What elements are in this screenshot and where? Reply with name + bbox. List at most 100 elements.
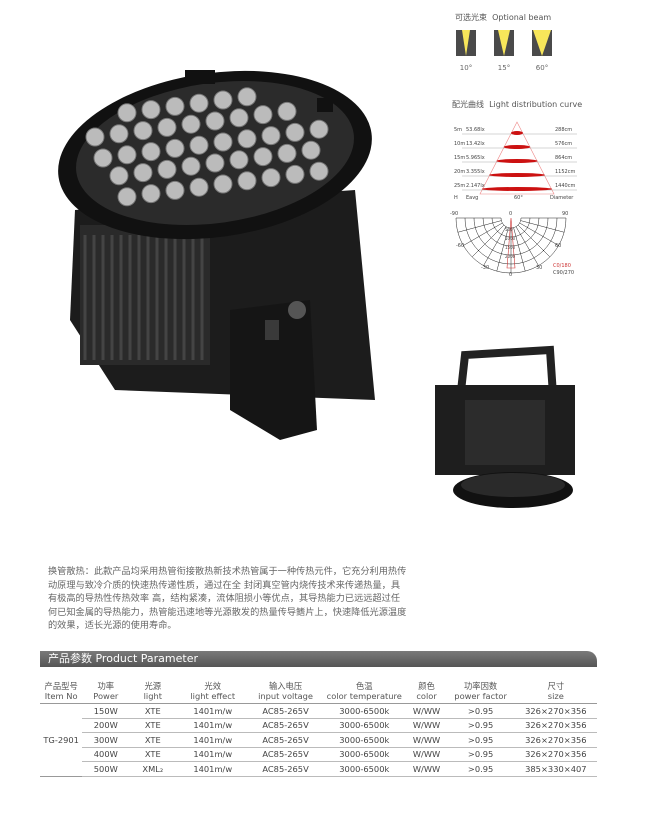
led-lens bbox=[133, 163, 153, 183]
table-cell: >0.95 bbox=[446, 747, 515, 762]
description-text: 换管散热：此款产品均采用热管衔接散热新技术热管属于一种传热元件，它充分利用热传动… bbox=[48, 566, 407, 632]
led-lens bbox=[133, 121, 153, 141]
light-distribution-chart bbox=[462, 121, 577, 195]
table-cell: 326×270×356 bbox=[514, 732, 597, 748]
distribution-dia: 864cm bbox=[555, 155, 573, 161]
table-cell: W/WW bbox=[406, 703, 447, 719]
table-cell: W/WW bbox=[406, 747, 447, 762]
led-lens bbox=[237, 129, 257, 149]
light-spot bbox=[496, 159, 538, 163]
table-cell: XTE bbox=[129, 732, 177, 748]
beam-15-icon bbox=[494, 30, 514, 56]
table-cell: 500W bbox=[82, 761, 130, 777]
beam-label: 60° bbox=[535, 64, 549, 72]
table-cell: W/WW bbox=[406, 718, 447, 733]
table-cell: W/WW bbox=[406, 761, 447, 777]
table-cell: 326×270×356 bbox=[514, 718, 597, 733]
led-lens bbox=[261, 126, 281, 146]
table-cell: 385×330×407 bbox=[514, 761, 597, 777]
polar-label: 60 bbox=[555, 243, 562, 249]
polar-label: 0 bbox=[509, 272, 513, 278]
led-lens bbox=[117, 103, 137, 123]
led-lens bbox=[109, 166, 129, 186]
table-cell: 1401m/w bbox=[176, 718, 250, 733]
led-lens bbox=[277, 143, 297, 163]
led-lens bbox=[181, 114, 201, 134]
light-spot bbox=[511, 131, 523, 135]
table-cell: 1401m/w bbox=[176, 703, 250, 719]
table-cell: >0.95 bbox=[446, 732, 515, 748]
table-cell: 3000-6500k bbox=[321, 747, 407, 762]
led-lens bbox=[253, 105, 273, 125]
led-lens bbox=[85, 127, 105, 147]
table-cell: AC85-265V bbox=[249, 761, 322, 777]
led-lens bbox=[277, 101, 297, 121]
distribution-eavg: 2.147lx bbox=[466, 183, 485, 189]
led-lens bbox=[229, 150, 249, 170]
polar-label: 30 bbox=[536, 265, 543, 271]
table-cell: XTE bbox=[129, 718, 177, 733]
main-floodlight-image bbox=[58, 70, 375, 440]
led-lens bbox=[141, 142, 161, 162]
polar-label: -90 bbox=[450, 211, 459, 217]
led-lens bbox=[141, 184, 161, 204]
polar-spoke bbox=[496, 227, 509, 272]
table-cell: 3000-6500k bbox=[321, 718, 407, 733]
table-cell: 1401m/w bbox=[176, 761, 250, 777]
distribution-eavg: 13.42lx bbox=[466, 141, 485, 147]
led-lens bbox=[93, 148, 113, 168]
polar-spoke bbox=[483, 226, 507, 266]
table-cell: >0.95 bbox=[446, 761, 515, 777]
led-lens bbox=[213, 90, 233, 110]
light-distribution-title: 配光曲线 Light distribution curve bbox=[452, 100, 583, 109]
table-cell: 1401m/w bbox=[176, 732, 250, 748]
light-spot bbox=[503, 145, 531, 149]
distribution-dia: 576cm bbox=[555, 141, 573, 147]
led-lens bbox=[285, 122, 305, 142]
table-cell: 1401m/w bbox=[176, 747, 250, 762]
table-cell: >0.95 bbox=[446, 718, 515, 733]
table-cell: XTE bbox=[129, 747, 177, 762]
polar-label: 90 bbox=[562, 211, 569, 217]
table-cell: 3000-6500k bbox=[321, 761, 407, 777]
polar-spoke bbox=[471, 224, 505, 258]
led-lens bbox=[189, 135, 209, 155]
polar-diagram bbox=[455, 217, 567, 274]
table-cell: 300W bbox=[82, 732, 130, 748]
beam-label: 15° bbox=[497, 64, 511, 72]
polar-spoke bbox=[463, 222, 503, 246]
led-lens bbox=[109, 124, 129, 144]
polar-label: 0 bbox=[509, 211, 513, 217]
led-lens bbox=[141, 100, 161, 120]
distribution-dia: 1152cm bbox=[555, 169, 576, 175]
product-parameter-header: 产品参数 Product Parameter bbox=[40, 651, 597, 667]
led-lens bbox=[309, 161, 329, 181]
distribution-h: 5m bbox=[454, 127, 463, 133]
light-spot bbox=[481, 187, 553, 191]
led-lens bbox=[165, 96, 185, 116]
led-lens bbox=[117, 187, 137, 207]
polar-legend-c90: C90/270 bbox=[553, 270, 575, 276]
distribution-h: 25m bbox=[454, 183, 466, 189]
table-cell: XTE bbox=[129, 703, 177, 719]
led-lens bbox=[205, 111, 225, 131]
table-cell: AC85-265V bbox=[249, 732, 322, 748]
light-spot bbox=[489, 173, 545, 177]
led-lens bbox=[285, 164, 305, 184]
polar-label: -30 bbox=[481, 265, 490, 271]
led-lens bbox=[309, 119, 329, 139]
table-cell: >0.95 bbox=[446, 703, 515, 719]
distribution-footer-h: H bbox=[454, 195, 458, 201]
distribution-dia: 288cm bbox=[555, 127, 573, 133]
led-lens bbox=[213, 132, 233, 152]
led-lens bbox=[237, 171, 257, 191]
